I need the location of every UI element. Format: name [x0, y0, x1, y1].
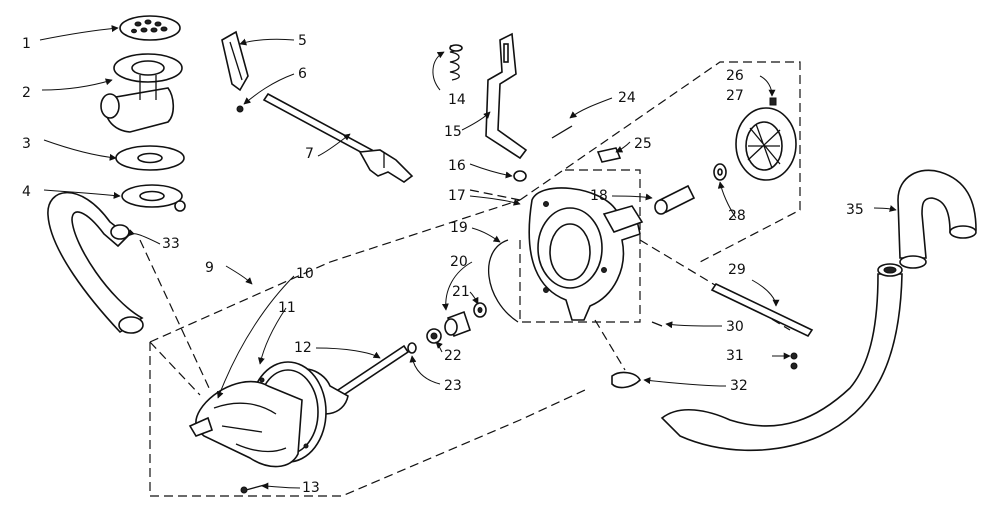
label-part-29: 29: [728, 262, 746, 278]
part-4-seal: [121, 184, 186, 212]
label-part-7: 7: [305, 146, 314, 162]
label-part-21: 21: [452, 284, 470, 300]
label-part-31: 31: [726, 348, 744, 364]
label-part-17: 17: [448, 188, 466, 204]
part-7-shaft: [262, 92, 414, 183]
part-5-bracket: [221, 30, 249, 92]
label-part-27: 27: [726, 88, 744, 104]
part-16-washer: [513, 170, 527, 182]
part-29-rod: [710, 282, 814, 338]
part-1-strainer: [119, 15, 181, 41]
label-part-18: 18: [590, 188, 608, 204]
part-3-gasket: [115, 145, 185, 171]
part-27-impeller: [735, 107, 797, 181]
part-31-screw: [790, 352, 798, 370]
part-35-hose: [660, 169, 977, 452]
label-part-28: 28: [728, 208, 746, 224]
label-part-6: 6: [298, 66, 307, 82]
label-part-19: 19: [450, 220, 468, 236]
part-13-screw: [240, 483, 269, 494]
label-part-9: 9: [205, 260, 214, 276]
part-30-pin: [651, 321, 663, 327]
part-24-pin: [551, 125, 573, 139]
part-10-pump-cover: [188, 380, 303, 468]
label-part-23: 23: [444, 378, 462, 394]
part-14-spring: [449, 44, 463, 81]
label-part-4: 4: [22, 184, 31, 200]
part-labels: 1 2 3 4 5 6 7 9 10 11 12 13 14 15 16 17 …: [22, 33, 864, 496]
part-32-clamp: [611, 371, 641, 389]
leader-lines: [39, 25, 897, 490]
label-part-1: 1: [22, 36, 31, 52]
label-part-30: 30: [726, 319, 744, 335]
label-part-26: 26: [726, 68, 744, 84]
part-22-nut: [426, 328, 442, 344]
part-6-screw: [236, 105, 244, 113]
label-part-15: 15: [444, 124, 462, 140]
label-part-22: 22: [444, 348, 462, 364]
part-26-set-screw: [769, 97, 777, 106]
label-part-12: 12: [294, 340, 312, 356]
label-part-25: 25: [634, 136, 652, 152]
part-17-pump-housing: [528, 187, 644, 321]
part-19-ring: [488, 239, 519, 323]
part-23-washer: [407, 342, 417, 354]
label-part-32: 32: [730, 378, 748, 394]
part-33-hose: [47, 192, 144, 334]
part-25-block: [596, 147, 622, 163]
part-18-sleeve: [654, 184, 696, 215]
label-part-2: 2: [22, 85, 31, 101]
part-2-inlet-flange: [100, 53, 183, 133]
label-part-13: 13: [302, 480, 320, 496]
label-part-14: 14: [448, 92, 466, 108]
label-part-16: 16: [448, 158, 466, 174]
part-21-washer: [473, 302, 487, 318]
label-part-5: 5: [298, 33, 307, 49]
label-part-10: 10: [296, 266, 314, 282]
label-part-33: 33: [162, 236, 180, 252]
part-15-bracket: [485, 32, 528, 160]
label-part-20: 20: [450, 254, 468, 270]
label-part-24: 24: [618, 90, 636, 106]
part-28-washer: [713, 163, 727, 181]
label-part-3: 3: [22, 136, 31, 152]
label-part-11: 11: [278, 300, 296, 316]
label-part-35: 35: [846, 202, 864, 218]
part-20-seal: [444, 310, 472, 338]
